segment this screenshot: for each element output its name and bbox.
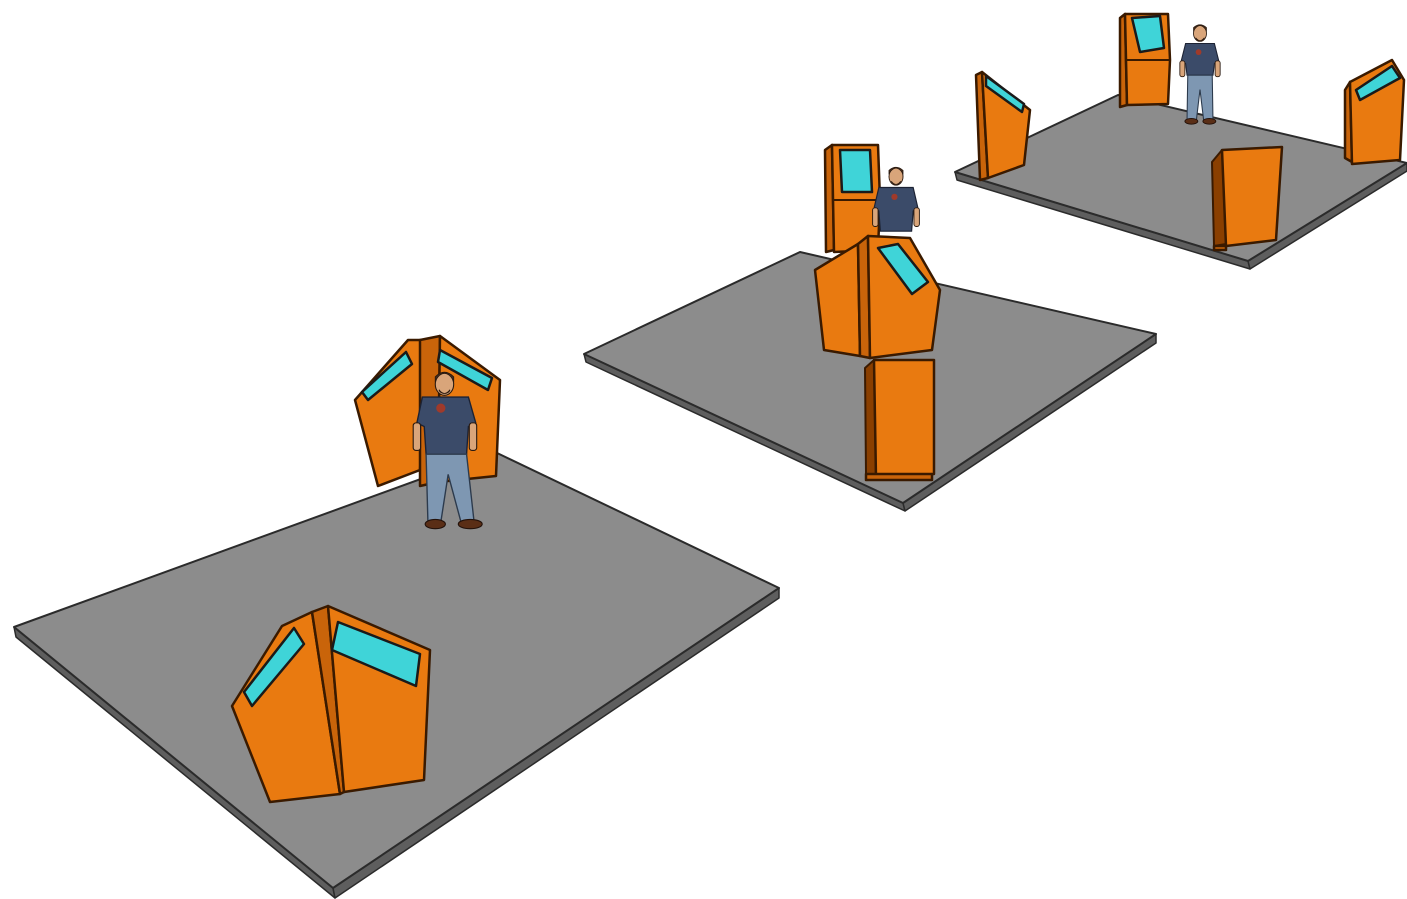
- kiosk: [976, 72, 1030, 180]
- platform-3: [955, 14, 1407, 269]
- person: [1180, 25, 1220, 124]
- platform-1: [14, 336, 779, 898]
- kiosk: [1120, 14, 1170, 107]
- kiosk: [1345, 60, 1404, 164]
- kiosk: [1212, 147, 1282, 250]
- kiosk: [815, 236, 940, 358]
- kiosk: [865, 360, 934, 480]
